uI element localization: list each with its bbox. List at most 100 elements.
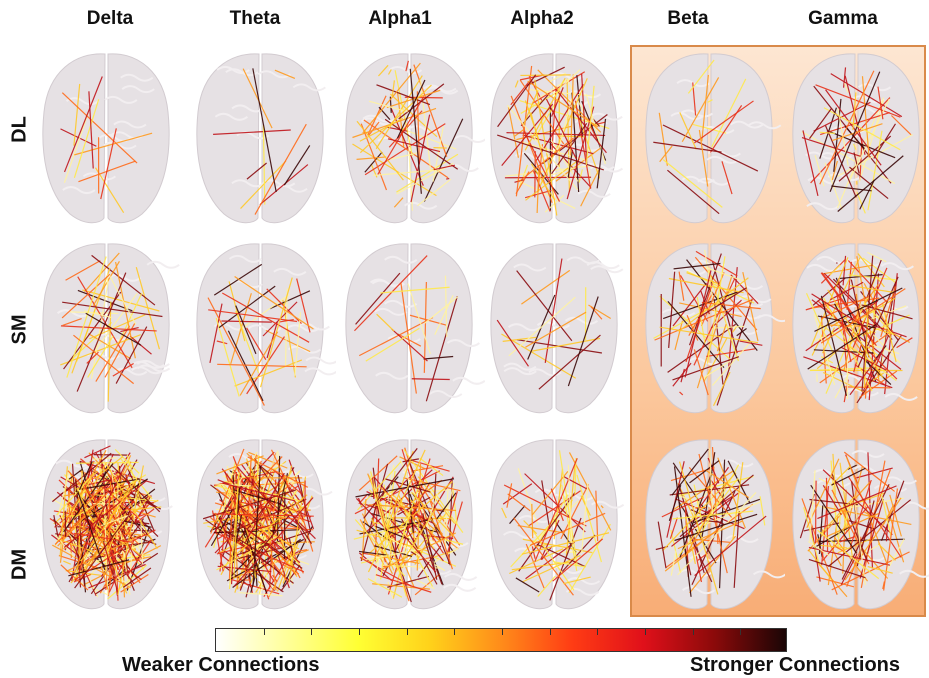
connection-line [531,471,569,516]
connection-line [238,293,290,331]
connection-line [61,273,111,319]
gyrus-texture [442,583,477,592]
connection-line [378,106,391,121]
connection-line [252,68,277,193]
gyrus-texture [503,530,537,539]
connection-line [693,100,754,144]
connection-line [689,460,720,484]
connection-line [396,162,454,195]
connection-line [808,549,833,581]
connection-line [374,458,380,562]
brain-map-sm-delta [30,232,182,420]
connection-line [701,74,709,142]
connection-line [550,87,564,117]
connection-line [394,480,444,554]
connection-line [808,540,831,557]
connection-line [531,71,586,105]
connection-line [110,464,161,513]
gyrus-texture [425,86,459,95]
connection-line [502,336,537,342]
connection-line [820,288,906,344]
connection-line [57,464,72,516]
gyrus-texture [444,572,478,581]
connection-line [698,453,728,574]
connection-line [368,121,380,136]
connection-line [253,458,313,545]
connection-line [297,474,312,532]
connection-line [689,535,737,594]
connection-line [552,80,565,101]
connection-line [856,467,893,479]
brain-map-dm-beta [633,428,785,616]
connection-line [100,565,109,590]
connection-line [653,288,744,339]
connection-line [567,464,573,544]
connection-line [829,71,881,192]
connection-line [215,483,252,487]
connection-line [430,518,444,535]
connection-line [246,327,267,361]
brain-map-dl-gamma [780,42,929,230]
connection-line [814,154,825,187]
connection-line [864,381,868,399]
gyrus-texture [104,95,138,104]
connection-line [555,146,603,182]
connection-line [269,558,288,581]
connection-line [294,312,302,376]
connection-line [290,536,295,550]
connection-line [115,261,136,359]
connection-line [860,460,886,589]
connection-line [274,69,296,79]
gyrus-texture [852,553,886,562]
connection-line [596,118,607,189]
connection-line [254,123,307,215]
connection-line [73,83,81,146]
connection-line [678,277,749,333]
connection-line [705,470,750,499]
connection-line [108,275,137,325]
connection-line [512,139,587,161]
connection-line [407,459,451,566]
gyrus-texture [849,258,883,267]
gyrus-texture [536,321,571,330]
gyrus-texture [729,299,764,308]
connection-line [561,69,581,87]
connection-line [423,355,454,360]
connection-line [213,263,263,296]
connection-line [662,159,723,208]
connection-line [101,500,135,534]
gyrus-texture [564,316,599,325]
gyrus-texture [55,459,89,468]
connection-line [877,281,897,377]
connection-line [678,461,719,595]
connection-line [233,497,314,587]
gyrus-texture [81,465,115,474]
connection-line [56,476,91,516]
gyrus-texture [305,356,336,365]
connection-line [821,361,843,376]
connection-line [407,482,431,521]
connection-line [107,564,148,600]
gyrus-texture [568,143,602,152]
connection-line [71,267,111,374]
connection-line [400,282,417,394]
connection-line [496,319,529,367]
connection-line [521,269,571,305]
connection-line [109,509,138,561]
connection-line [709,478,731,510]
connection-line [352,143,437,197]
connection-line [275,540,301,566]
connection-line [401,512,447,569]
gyrus-texture [566,256,600,265]
connection-line [393,197,404,208]
connection-line [510,81,530,106]
gyrus-texture [296,322,330,331]
gyrus-texture [121,85,155,94]
connection-line [501,507,507,519]
connection-line [256,455,260,482]
connection-line [124,520,152,528]
connection-line [140,520,144,565]
column-header-alpha2: Alpha2 [510,8,574,29]
connection-line [538,494,569,543]
connection-line [852,143,857,150]
